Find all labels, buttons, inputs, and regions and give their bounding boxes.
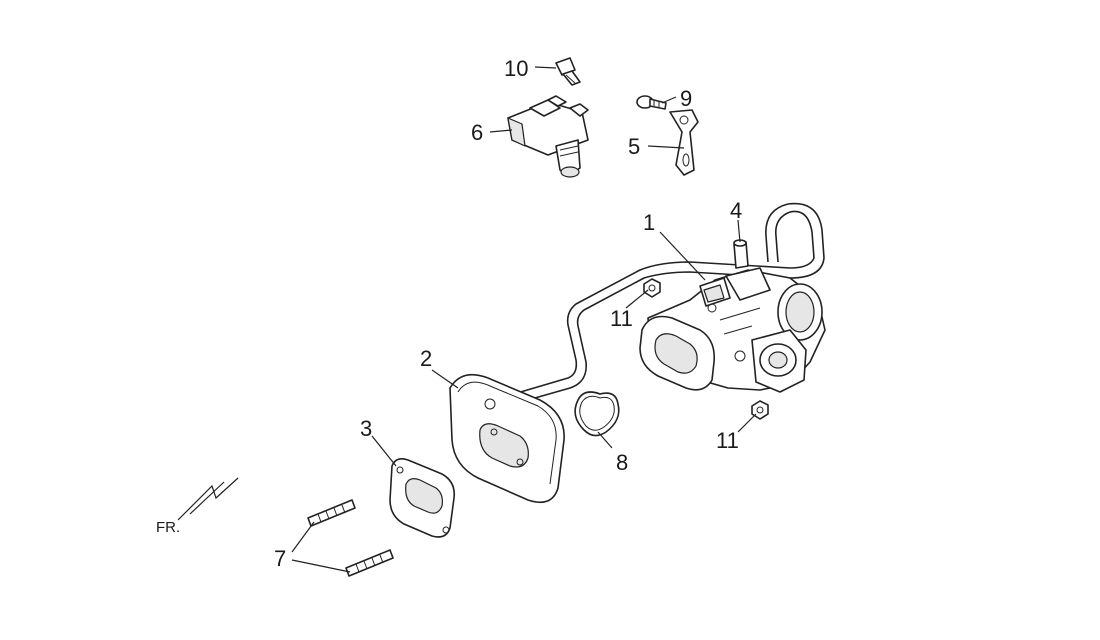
leader-lines [291, 66, 757, 573]
callout-9: 9 [680, 86, 692, 111]
part-2-insulator-plate [449, 373, 565, 504]
part-11-nut-upper [643, 278, 661, 298]
callout-7: 7 [274, 546, 286, 571]
part-8-o-ring [574, 391, 620, 437]
front-direction-arrow: FR. [156, 477, 239, 536]
part-5-bracket [669, 109, 699, 176]
callout-10: 10 [504, 56, 528, 81]
callout-6: 6 [471, 120, 483, 145]
part-1-throttle-body [495, 202, 826, 410]
part-6-sensor [507, 95, 589, 178]
callout-8: 8 [616, 450, 628, 475]
callout-11-upper: 11 [610, 306, 633, 331]
callout-2: 2 [420, 346, 432, 371]
callout-11-lower: 11 [716, 428, 739, 453]
callout-4: 4 [730, 198, 742, 223]
part-10-bolt [555, 57, 581, 86]
callout-5: 5 [628, 134, 640, 159]
part-9-screw [636, 95, 667, 110]
direction-label: FR. [156, 519, 180, 536]
part-7-studs [307, 499, 394, 577]
callout-1: 1 [643, 210, 655, 235]
callout-3: 3 [360, 416, 372, 441]
part-3-gasket [389, 458, 456, 538]
